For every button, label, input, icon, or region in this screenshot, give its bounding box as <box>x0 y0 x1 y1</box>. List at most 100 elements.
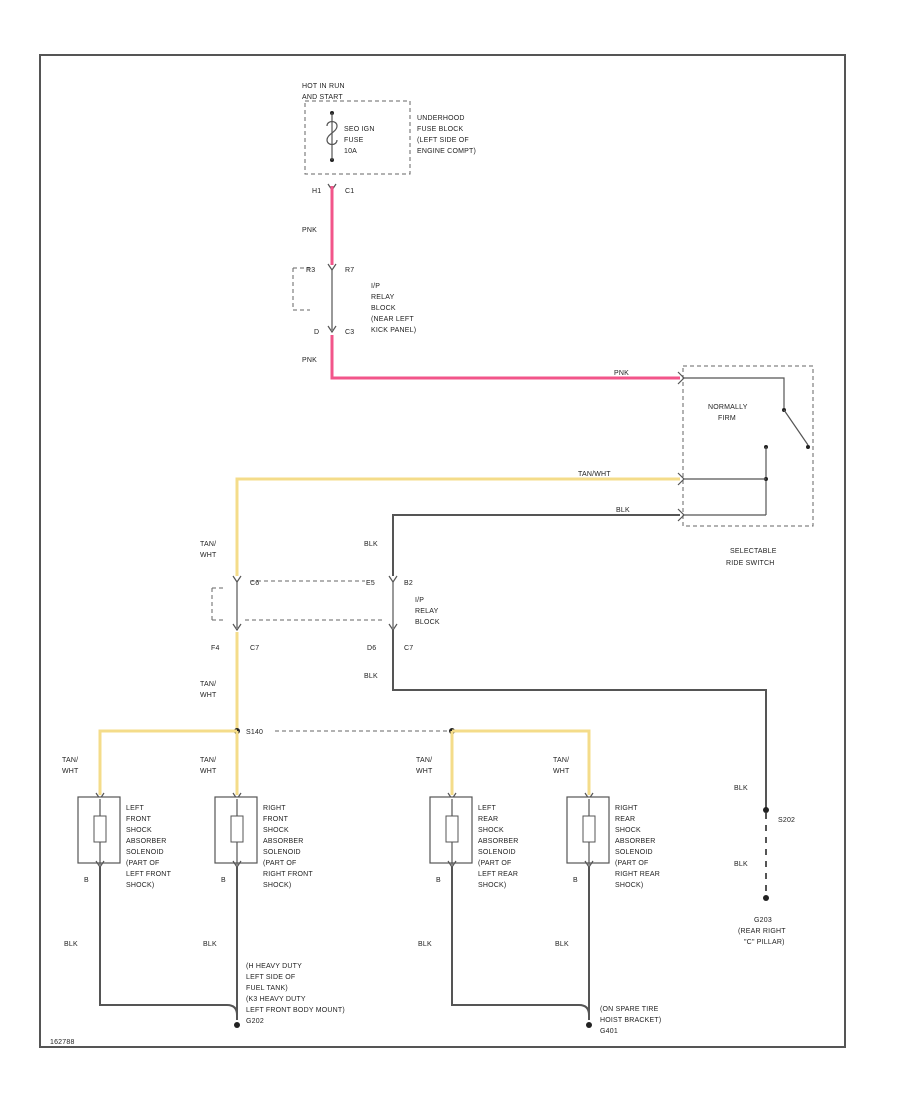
label-ip-relay-1-5: KICK PANEL) <box>371 327 416 334</box>
label-ip-relay-2-3: BLOCK <box>415 619 440 626</box>
label-rr-2: REAR <box>615 816 635 823</box>
label-ip-relay-2-1: I/P <box>415 597 424 604</box>
label-rr-4: ABSORBER <box>615 838 656 845</box>
label-ground-rear-2: HOIST BRACKET) <box>600 1017 661 1024</box>
label-ground-pillar-3: "C" PILLAR) <box>744 939 785 946</box>
label-pin-r3: R3 <box>306 267 315 274</box>
label-tan-wht-6b: WHT <box>553 768 570 775</box>
label-pin-c7b: C7 <box>404 645 413 652</box>
label-tan-wht-4a: TAN/ <box>200 757 216 764</box>
label-rr-1: RIGHT <box>615 805 638 812</box>
label-switch-normally: NORMALLY <box>708 404 748 411</box>
label-pnk-1: PNK <box>302 227 317 234</box>
label-blk-g1: BLK <box>64 941 78 948</box>
label-tan-wht-2a: TAN/ <box>200 681 216 688</box>
label-fuse-name: SEO IGN <box>344 126 375 133</box>
label-rf-8: SHOCK) <box>263 882 291 889</box>
label-blk-2: BLK <box>364 673 378 680</box>
label-tan-wht-3b: WHT <box>62 768 79 775</box>
underhood-fuse-block-box <box>304 100 411 175</box>
label-diagram-id: 162788 <box>50 1039 75 1046</box>
label-splice-s202: S202 <box>778 817 795 824</box>
label-lr-7: LEFT REAR <box>478 871 518 878</box>
label-lr-2: REAR <box>478 816 498 823</box>
label-switch-name-1: SELECTABLE <box>730 548 777 555</box>
label-pin-c6: C6 <box>250 580 259 587</box>
label-pin-f4: F4 <box>211 645 220 652</box>
label-rr-8: SHOCK) <box>615 882 643 889</box>
label-lf-1: LEFT <box>126 805 144 812</box>
label-tan-wht-long: TAN/WHT <box>578 471 611 478</box>
wire-pink-2 <box>330 335 680 380</box>
ground-g202-dot <box>234 1022 240 1028</box>
label-ip-relay-2-2: RELAY <box>415 608 439 615</box>
label-blk-g3: BLK <box>418 941 432 948</box>
switch-blade <box>783 409 809 446</box>
label-ground-pillar-1: G203 <box>754 917 772 924</box>
label-pin-d6: D6 <box>367 645 376 652</box>
solenoid-right-rear <box>566 792 610 869</box>
label-pnk-2: PNK <box>302 357 317 364</box>
label-fuse-word: FUSE <box>344 137 364 144</box>
label-tan-wht-3a: TAN/ <box>62 757 78 764</box>
label-pin-e5: E5 <box>366 580 375 587</box>
label-pin-b-lf: B <box>84 877 89 884</box>
label-pin-c3: C3 <box>345 329 354 336</box>
label-lf-8: SHOCK) <box>126 882 154 889</box>
label-lf-7: LEFT FRONT <box>126 871 172 878</box>
label-lr-5: SOLENOID <box>478 849 516 856</box>
label-and-start: AND START <box>302 94 343 101</box>
label-ip-relay-1-4: (NEAR LEFT <box>371 316 414 323</box>
label-blk-r2: BLK <box>734 861 748 868</box>
label-blk-switch: BLK <box>616 507 630 514</box>
label-tan-wht-1b: WHT <box>200 552 217 559</box>
label-tan-wht-6a: TAN/ <box>553 757 569 764</box>
label-lr-1: LEFT <box>478 805 496 812</box>
selectable-ride-switch-box <box>682 365 814 527</box>
label-rf-6: (PART OF <box>263 860 297 867</box>
wire-tan-left-branch <box>98 729 237 795</box>
diagram-border <box>39 54 846 1048</box>
label-ip-relay-1-1: I/P <box>371 283 380 290</box>
label-lr-6: (PART OF <box>478 860 512 867</box>
label-pin-h1: H1 <box>312 188 321 195</box>
label-pin-r7: R7 <box>345 267 354 274</box>
label-tan-wht-1a: TAN/ <box>200 541 216 548</box>
label-rf-7: RIGHT FRONT <box>263 871 313 878</box>
label-rf-5: SOLENOID <box>263 849 301 856</box>
label-lf-4: ABSORBER <box>126 838 167 845</box>
label-rf-1: RIGHT <box>263 805 286 812</box>
label-pin-d: D <box>314 329 319 336</box>
label-lr-8: SHOCK) <box>478 882 506 889</box>
label-rr-7: RIGHT REAR <box>615 871 660 878</box>
label-ground-front-1: (H HEAVY DUTY <box>246 963 302 970</box>
label-lr-3: SHOCK <box>478 827 504 834</box>
solenoid-right-front <box>214 792 258 869</box>
label-rr-3: SHOCK <box>615 827 641 834</box>
label-pin-b-lr: B <box>436 877 441 884</box>
label-lr-4: ABSORBER <box>478 838 519 845</box>
splice-s202 <box>763 807 769 813</box>
label-lf-3: SHOCK <box>126 827 152 834</box>
label-rf-4: ABSORBER <box>263 838 304 845</box>
label-blk-r1: BLK <box>734 785 748 792</box>
label-ground-front-4: (K3 HEAVY DUTY <box>246 996 306 1003</box>
label-tan-wht-2b: WHT <box>200 692 217 699</box>
label-ground-front-3: FUEL TANK) <box>246 985 288 992</box>
wire-black-ground <box>392 630 767 808</box>
label-underhood-1: UNDERHOOD <box>417 115 465 122</box>
label-switch-name-2: RIDE SWITCH <box>726 560 774 567</box>
ground-g203-dot <box>763 895 769 901</box>
label-ground-front-5: LEFT FRONT BODY MOUNT) <box>246 1007 345 1014</box>
label-rf-3: SHOCK <box>263 827 289 834</box>
label-tan-wht-5b: WHT <box>416 768 433 775</box>
ground-g401-dot <box>586 1022 592 1028</box>
label-hot-in-run: HOT IN RUN <box>302 83 345 90</box>
label-ground-front-6: G202 <box>246 1018 264 1025</box>
solenoid-left-front <box>77 792 121 869</box>
label-pin-b-rf: B <box>221 877 226 884</box>
label-lf-6: (PART OF <box>126 860 160 867</box>
label-ground-front-2: LEFT SIDE OF <box>246 974 295 981</box>
solenoid-left-rear <box>429 792 473 869</box>
